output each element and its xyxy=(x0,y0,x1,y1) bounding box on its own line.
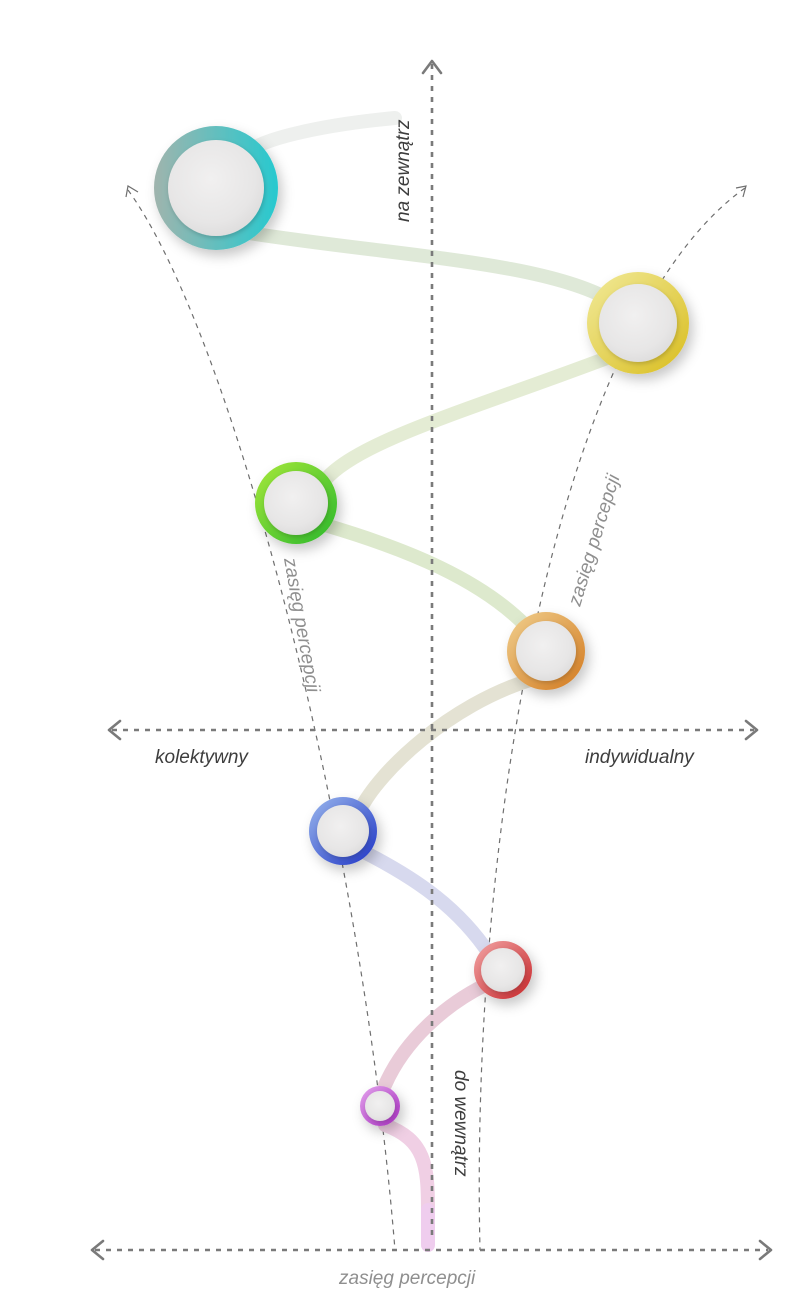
connector-segment xyxy=(318,348,622,487)
nodes xyxy=(154,126,689,1126)
node-core xyxy=(168,140,264,236)
node-3 xyxy=(255,462,337,544)
label-inward: do wewnątrz xyxy=(450,1070,471,1177)
node-core xyxy=(481,948,525,992)
horizontal-axis-left-arrow xyxy=(107,719,122,741)
label-individual: indywidualny xyxy=(585,747,695,768)
connector-segment xyxy=(223,223,617,307)
perception-range-left-arrow xyxy=(125,185,139,198)
label-collective: kolektywny xyxy=(155,747,249,768)
horizontal-axis-right-arrow xyxy=(744,719,759,741)
node-core xyxy=(599,284,677,362)
perception-range-right-curve xyxy=(478,187,746,1251)
label-outward: na zewnątrz xyxy=(393,119,414,222)
node-5 xyxy=(309,797,377,865)
node-6 xyxy=(474,941,532,999)
base-axis-right-arrow xyxy=(758,1239,773,1261)
node-4 xyxy=(507,612,585,690)
connector-segment xyxy=(318,518,532,632)
node-core xyxy=(264,471,328,535)
connector-segment xyxy=(353,843,497,962)
connector-segment xyxy=(378,1118,435,1217)
node-core xyxy=(365,1091,395,1121)
connector-path xyxy=(223,111,622,1252)
label-perception-range-left: zasięg percepcji xyxy=(279,555,324,695)
perception-range-right-arrow xyxy=(735,185,747,198)
node-2 xyxy=(587,272,689,374)
label-perception-range-right: zasięg percepcji xyxy=(564,471,624,609)
perception-range-curves xyxy=(125,185,747,1251)
axes xyxy=(90,59,773,1261)
connector-segment xyxy=(378,978,492,1092)
label-perception-range-base: zasięg percepcji xyxy=(338,1268,476,1289)
node-1 xyxy=(154,126,278,250)
node-core xyxy=(317,805,369,857)
perception-range-left-curve xyxy=(127,189,396,1251)
base-axis-left-arrow xyxy=(90,1239,105,1261)
node-7 xyxy=(360,1086,400,1126)
node-core xyxy=(516,621,576,681)
vertical-axis-arrow xyxy=(421,59,443,75)
connector-segment xyxy=(238,111,402,162)
connector-segment xyxy=(353,673,537,817)
